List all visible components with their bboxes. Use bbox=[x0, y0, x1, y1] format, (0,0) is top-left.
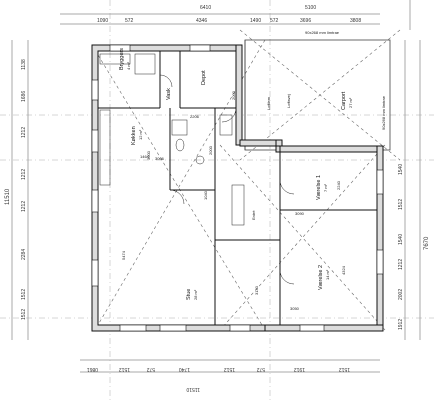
dim-int-5: 4324 bbox=[341, 265, 346, 275]
room-label-depot: Depot bbox=[201, 70, 207, 85]
dim-left-seg-5: 1512 bbox=[21, 289, 27, 300]
room-label-entre: Entré bbox=[251, 210, 256, 220]
dim-top-seg-5: 3696 bbox=[300, 18, 311, 24]
dim-right-seg-3: 1212 bbox=[398, 259, 404, 270]
dim-right-seg-2: 1540 bbox=[398, 234, 404, 245]
dim-int-4: 2240 bbox=[336, 180, 341, 190]
dim-top-seg-0: 1090 bbox=[97, 18, 108, 24]
annotation-loftsvej: Loftsvej bbox=[286, 94, 291, 108]
interior-dimensions: 3000 2000 2000 1040 2240 4324 5474 3140 … bbox=[121, 90, 346, 311]
dim-top-seg-1: 572 bbox=[125, 18, 134, 24]
annotation-beam-right: 90x268 mm limtrae bbox=[381, 95, 386, 130]
dim-left-seg-7: 1212 bbox=[21, 169, 27, 180]
dim-right-total: 7670 bbox=[424, 236, 430, 250]
dim-left-seg-6: 1512 bbox=[21, 309, 27, 320]
dim-bottom-seg-4: 1512 bbox=[224, 366, 235, 372]
dim-bottom-seg-2: 572 bbox=[146, 366, 155, 372]
room-area-bryggers: 4 m² bbox=[126, 61, 131, 70]
room-area-vaerelse-1: 7 m² bbox=[323, 183, 328, 192]
dim-top-total: 6410 bbox=[200, 5, 211, 11]
room-labels: Bryggers 4 m² Vask Depot Køkken 12 m² St… bbox=[119, 48, 353, 300]
dim-bottom-seg-3: 1740 bbox=[179, 366, 190, 372]
dim-right-seg-0: 1540 bbox=[398, 164, 404, 175]
room-label-bryggers: Bryggers bbox=[119, 48, 125, 70]
bottom-dimensions: 11510 0861 1512 572 1740 1512 572 1912 1… bbox=[87, 366, 350, 392]
dimension-lines bbox=[11, 0, 421, 373]
dim-int-3: 1040 bbox=[203, 190, 208, 200]
dim-bottom-seg-7: 1512 bbox=[339, 366, 350, 372]
room-label-vask: Vask bbox=[166, 88, 172, 100]
dim-int-0: 3000 bbox=[146, 150, 151, 160]
dim-bottom-seg-1: 1512 bbox=[119, 366, 130, 372]
dim-right-seg-1: 1512 bbox=[398, 199, 404, 210]
dim-left-seg-2: 1212 bbox=[21, 127, 27, 138]
dim-bottom-total: 11510 bbox=[186, 386, 200, 392]
right-dimensions: 7670 1540 1512 1540 1212 2002 1912 bbox=[398, 164, 430, 330]
dim-int-1: 2000 bbox=[231, 90, 236, 100]
room-label-vaerelse-1: Værelse 1 bbox=[316, 175, 322, 200]
dim-int-6: 5474 bbox=[121, 250, 126, 260]
carport-outline bbox=[244, 39, 391, 151]
dim-top-seg-3: 1490 bbox=[250, 18, 261, 24]
room-area-stue: 28 m² bbox=[193, 289, 198, 300]
dim-left-seg-4: 2284 bbox=[21, 249, 27, 260]
dim-int-9: 3090 bbox=[295, 211, 305, 216]
fixtures bbox=[99, 53, 295, 285]
dim-int-12: 1464 bbox=[140, 154, 150, 159]
dim-bottom-seg-5: 572 bbox=[256, 366, 265, 372]
room-label-carport: Carport bbox=[341, 91, 347, 110]
dim-top-seg-2: 4346 bbox=[196, 18, 207, 24]
room-label-loftlem: Loftlem bbox=[266, 96, 271, 110]
room-label-kokken: Køkken bbox=[131, 126, 137, 145]
top-dimensions: 6410 5100 1090 572 4346 1490 572 3696 38… bbox=[97, 5, 361, 24]
dim-top-seg-6: 3808 bbox=[350, 18, 361, 24]
annotations: 90x268 mm limtrae 90x268 mm limtrae Loft… bbox=[286, 30, 386, 130]
dim-bottom-seg-0: 0861 bbox=[87, 366, 98, 372]
dim-top-total-right: 5100 bbox=[305, 5, 316, 11]
dim-left-seg-3: 1212 bbox=[21, 201, 27, 212]
dim-left-seg-0: 1138 bbox=[21, 59, 27, 70]
dim-int-2: 2000 bbox=[208, 145, 213, 155]
dim-bottom-seg-6: 1912 bbox=[294, 366, 305, 372]
dim-top-seg-4: 572 bbox=[270, 18, 279, 24]
roof-diagonals bbox=[94, 29, 401, 331]
dim-int-7: 3140 bbox=[254, 285, 259, 295]
dim-left-seg-1: 1686 bbox=[21, 91, 27, 102]
windows bbox=[91, 44, 384, 332]
dim-right-seg-4: 2002 bbox=[398, 289, 404, 300]
annotation-beam-top: 90x268 mm limtrae bbox=[305, 30, 340, 35]
interior-walls bbox=[98, 51, 377, 325]
dim-left-total: 11510 bbox=[5, 188, 11, 205]
dim-int-11: 3006 bbox=[155, 156, 165, 161]
room-area-vaerelse-2: 14 m² bbox=[325, 269, 330, 280]
dim-right-seg-5: 1912 bbox=[398, 319, 404, 330]
room-area-kokken: 12 m² bbox=[138, 129, 143, 140]
dim-int-8: 3050 bbox=[290, 306, 300, 311]
dim-int-10: 2206 bbox=[190, 114, 200, 119]
room-label-stue: Stue bbox=[186, 289, 192, 300]
room-area-carport: 27 m² bbox=[348, 97, 353, 108]
room-label-vaerelse-2: Værelse 2 bbox=[318, 265, 324, 290]
left-dimensions: 11510 1138 1686 1212 1212 2284 1512 1512… bbox=[5, 59, 27, 320]
